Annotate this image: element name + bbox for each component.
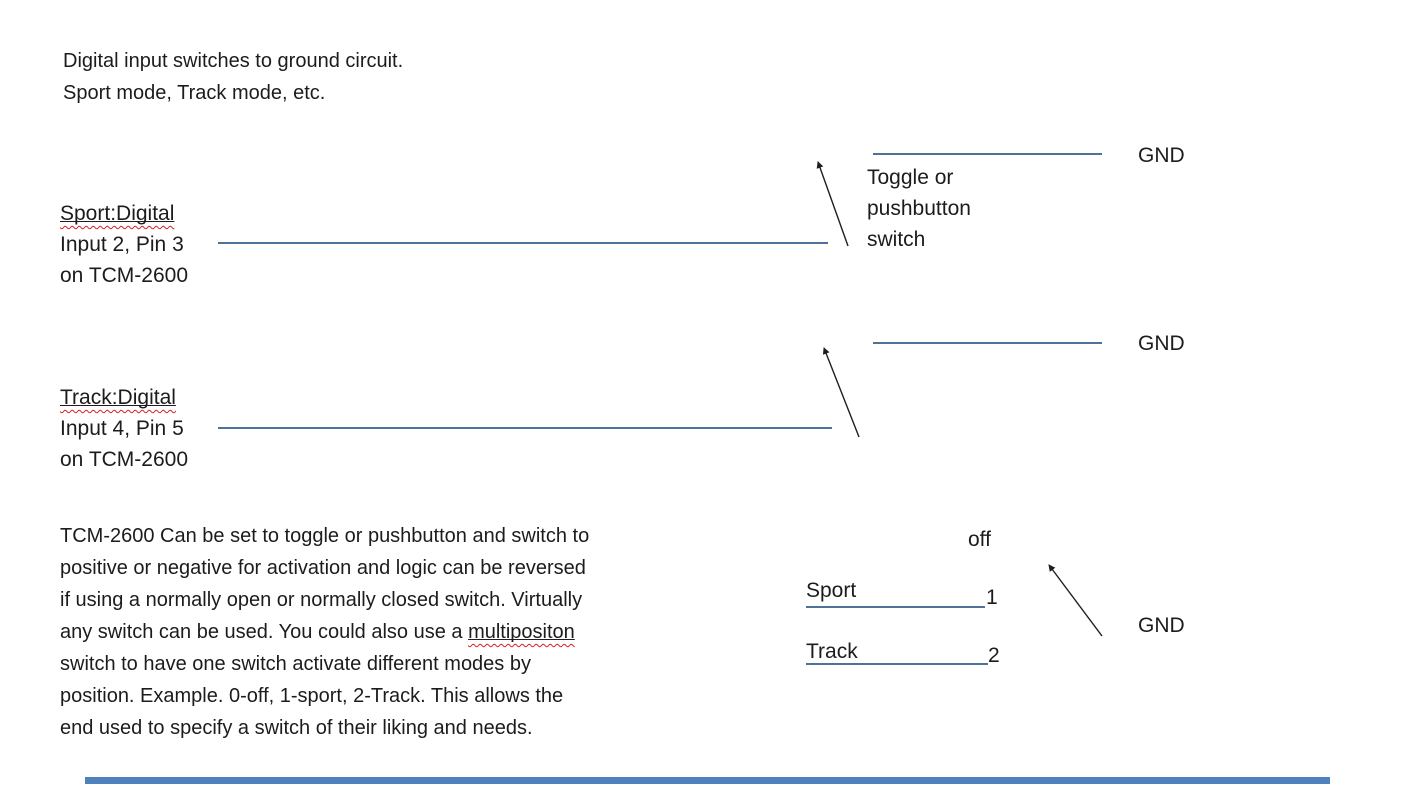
track-input-pin: Input 4, Pin 5 (60, 417, 184, 440)
selector-position2-wire (806, 663, 988, 665)
selector-off-label: off (968, 528, 991, 551)
switch-lever-arrow-1 (816, 161, 849, 247)
sport-input-wire (218, 242, 828, 244)
gnd-label-3: GND (1138, 614, 1185, 637)
sport-input-pin: Input 2, Pin 3 (60, 233, 184, 256)
toggle-switch-note: Toggle or pushbutton switch (867, 162, 971, 255)
slide-title-line-1: Digital input switches to ground circuit… (63, 50, 404, 72)
track-input-device: on TCM-2600 (60, 448, 189, 471)
description-paragraph: TCM-2600 Can be set to toggle or pushbut… (60, 520, 589, 744)
track-input-label: Track:Digital Input 4, Pin 5 on TCM-2600 (60, 382, 188, 475)
slide-title-line-2: Sport mode, Track mode, etc. (63, 82, 326, 104)
selector-position-2: 2 (988, 644, 1000, 667)
slide-footer-bar (85, 777, 1330, 784)
slide-title: Digital input switches to ground circuit… (63, 45, 403, 109)
selector-position1-wire (806, 606, 985, 608)
toggle-note-line-3: switch (867, 228, 926, 251)
paragraph-line-5: switch to have one switch activate diffe… (60, 653, 531, 675)
sport-input-device: on TCM-2600 (60, 264, 189, 287)
gnd-wire-2 (873, 342, 1102, 344)
paragraph-line-6: position. Example. 0-off, 1-sport, 2-Tra… (60, 685, 564, 707)
gnd-wire-1 (873, 153, 1102, 155)
paragraph-line-2: positive or negative for activation and … (60, 557, 586, 579)
selector-position-1: 1 (986, 586, 998, 609)
track-input-heading: Track:Digital (60, 386, 176, 409)
toggle-note-line-1: Toggle or (867, 166, 954, 189)
selector-sport-label: Sport (806, 579, 857, 602)
track-input-wire (218, 427, 832, 429)
paragraph-line-4: any switch can be used. You could also u… (60, 621, 575, 643)
switch-lever-arrow-2 (822, 347, 860, 438)
gnd-label-1: GND (1138, 144, 1185, 167)
sport-input-heading: Sport:Digital (60, 202, 175, 225)
paragraph-line-3: if using a normally open or normally clo… (60, 589, 583, 611)
selector-track-label: Track (806, 640, 858, 663)
paragraph-line-7: end used to specify a switch of their li… (60, 717, 533, 739)
paragraph-line-1: TCM-2600 Can be set to toggle or pushbut… (60, 525, 590, 547)
selector-lever-arrow (1048, 564, 1103, 637)
sport-input-label: Sport:Digital Input 2, Pin 3 on TCM-2600 (60, 198, 188, 291)
gnd-label-2: GND (1138, 332, 1185, 355)
toggle-note-line-2: pushbutton (867, 197, 971, 220)
